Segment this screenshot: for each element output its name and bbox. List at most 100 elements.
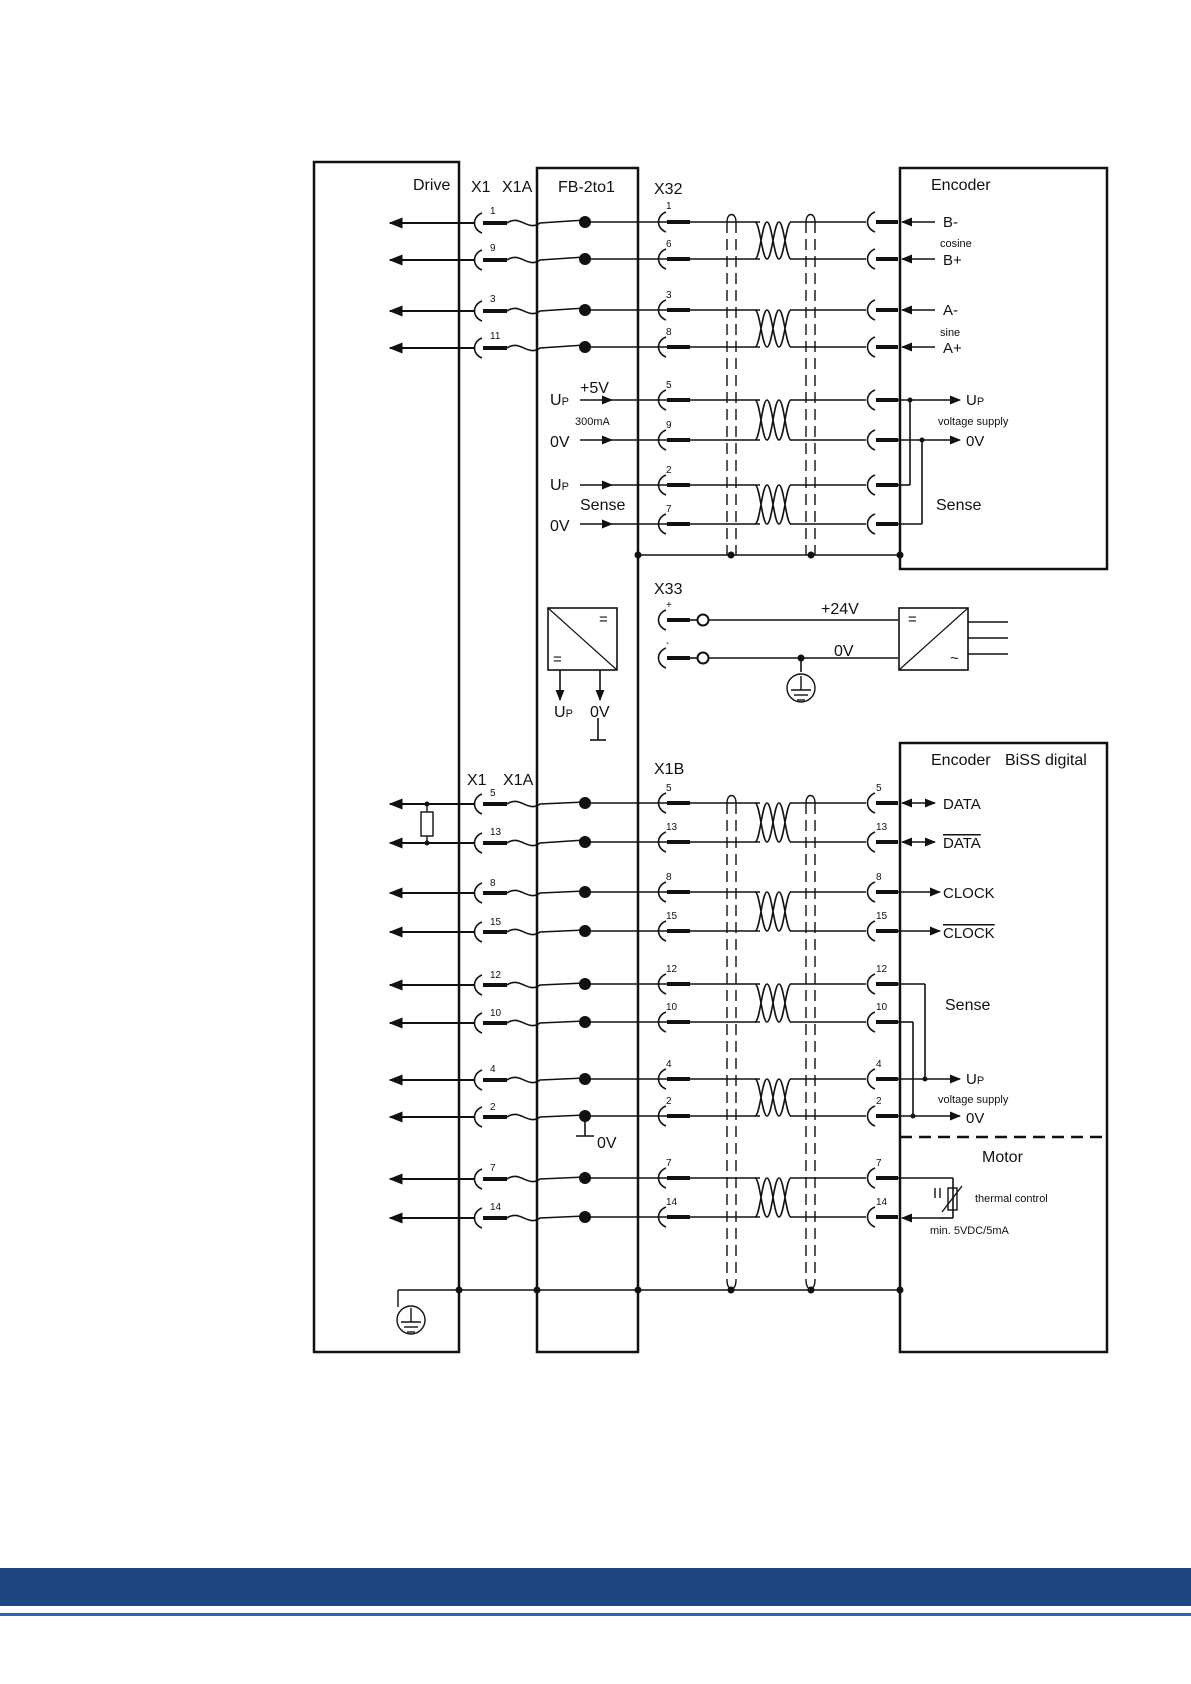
encoder-bottom-arrows [898,798,962,1223]
x33-connectors [657,609,898,672]
signal-voltage-supply-bottom: voltage supply [938,1094,1009,1106]
encoder-bottom-type: BiSS digital [1005,752,1087,769]
supply-0v-label: 0V [834,643,854,660]
pin-label: 4 [666,1059,672,1070]
pin-label: 1 [490,206,496,217]
top-drive-rows [388,217,474,354]
signal-a-plus: A+ [943,340,962,357]
pin-label: 3 [666,290,672,301]
x1b-connectors [585,792,690,1228]
motor-title: Motor [982,1149,1024,1166]
junction-dot [922,1076,928,1082]
encoder-top-title: Encoder [931,177,991,194]
pin-label: 8 [666,327,672,338]
cable-shield-bottom [726,803,816,1280]
pin-label: 12 [666,964,678,975]
pin-label: 15 [490,917,502,928]
connector-x33: X33 [654,581,683,598]
pin-label: 10 [876,1002,888,1013]
connector-x1b: X1B [654,761,684,778]
pin-label: 7 [666,504,672,515]
pin-label: - [666,638,669,649]
junction-dot [797,654,805,662]
pin-label: 2 [666,1096,672,1107]
junction-dot [919,437,925,443]
pin-label: 14 [666,1197,678,1208]
mid-0v-label: 0V [597,1135,617,1152]
pin-label: 13 [666,822,678,833]
encoder-bottom-block [898,741,1109,1354]
drive-title: Drive [413,177,450,194]
zero-v-label: 0V [550,434,570,451]
junction-dot [424,840,430,846]
footer-rule [0,1613,1191,1616]
pin-label: 11 [490,331,501,342]
twisted-pairs-top [690,221,866,525]
connector-x1-top: X1 [471,179,491,196]
pin-label: 14 [876,1197,888,1208]
mid-ground-symbol [576,1116,594,1137]
pin-label: 15 [666,911,678,922]
signal-data: DATA [943,796,981,813]
signal-a-minus: A- [943,302,958,319]
pin-label: 4 [490,1064,496,1075]
pin-label: 2 [490,1102,496,1113]
pin-label: 8 [876,872,882,883]
dc-converter-box [547,607,618,671]
pin-label: 13 [490,827,502,838]
thermistor-icon [934,1185,963,1213]
twisted-pairs-bottom [690,802,866,1218]
shield-end-bottom [726,794,816,1290]
footer-bar [0,1568,1191,1606]
encoder-top-connectors [866,211,898,535]
ground-icon [786,673,816,703]
power-supply-diagonal [898,607,969,671]
drive-block [312,160,461,1354]
signal-zero-v: 0V [966,433,984,450]
shield-end [726,213,816,223]
converter-supply-arrows [580,395,668,529]
pin-label: 14 [490,1202,502,1213]
junction-dot [907,397,913,403]
dc-up-label: UP [554,704,573,721]
pin-label: 8 [666,872,672,883]
pin-label: 2 [666,465,672,476]
signal-sine: sine [940,327,960,339]
encoder-top-block [898,166,1109,571]
psu-eq: = [908,611,917,628]
pin-label: 12 [876,964,888,975]
pin-label: 2 [876,1096,882,1107]
connector-x1-bottom: X1 [467,772,487,789]
pin-label: 7 [876,1158,882,1169]
connector-x1a-bottom: X1A [503,772,534,789]
sense-label: Sense [580,497,625,514]
supply-24v-label: +24V [821,601,859,618]
junction-dot [910,1113,916,1119]
pin-label: 5 [876,783,882,794]
signal-up-bottom: UP [966,1071,984,1088]
pin-label: 9 [666,420,672,431]
x32-rows [585,221,668,348]
signal-b-plus: B+ [943,252,962,269]
pin-label: 4 [876,1059,882,1070]
connector-x1a-top: X1A [502,179,533,196]
current-label: 300mA [575,416,611,428]
dc-converter-diagonal [547,607,618,671]
min-spec-label: min. 5VDC/5mA [930,1225,1010,1237]
zero-v-sense-label: 0V [550,518,570,535]
pe-ground-icon [396,1305,426,1335]
power-supply-box [898,607,969,671]
signal-data-bar: DATA [943,835,981,852]
pin-label: 5 [490,788,496,799]
connector-x32: X32 [654,181,683,198]
pin-label: 5 [666,380,672,391]
pin-label: 9 [490,243,496,254]
shield-bus-dots [634,551,904,559]
pin-label: 7 [666,1158,672,1169]
dc-eq-top: = [599,611,608,628]
pin-label: 3 [490,294,496,305]
psu-mains-lines [968,621,1008,655]
pin-label: + [666,600,672,611]
pe-bus-dots [455,1286,904,1294]
